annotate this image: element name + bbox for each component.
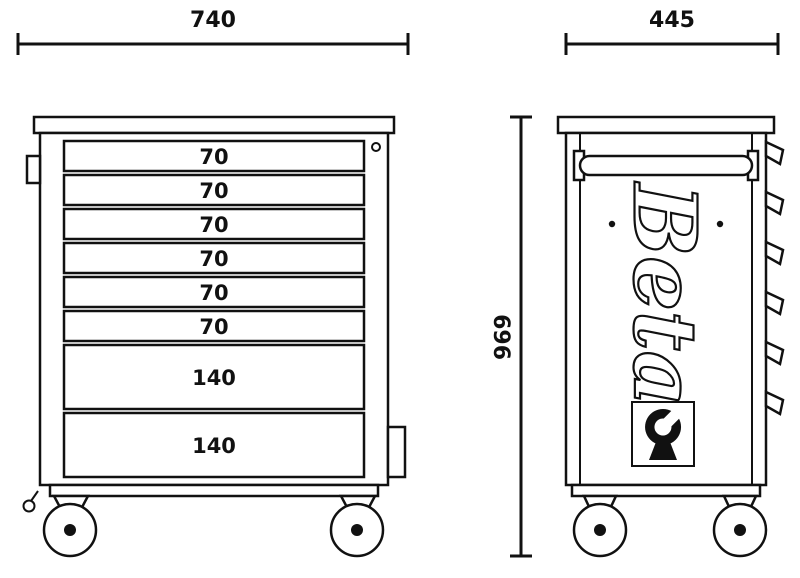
drawer-row-deep [62, 411, 366, 479]
front-base-rail [48, 483, 380, 498]
drawer-label: 140 [192, 434, 236, 458]
caster-hub [64, 524, 76, 536]
front-caster-right [329, 494, 385, 558]
lock-cylinder-icon [371, 142, 381, 152]
screw-dot-icon [608, 220, 616, 228]
side-base-rail [570, 483, 762, 498]
drawer-label: 70 [199, 315, 228, 339]
drawer-row [62, 139, 366, 173]
drawer-row [62, 275, 366, 309]
drawer-label: 70 [199, 145, 228, 169]
drawer-row [62, 309, 366, 343]
wrench-handle-icon [649, 442, 677, 460]
beta-logo-mark [631, 401, 695, 467]
side-hook [764, 290, 785, 316]
side-hook [764, 240, 785, 266]
drawer-stack: 70 70 70 70 70 70 140 140 [62, 139, 366, 479]
drawer-label: 140 [192, 366, 236, 390]
side-view: Beta [556, 115, 785, 558]
drawer-label: 70 [199, 247, 228, 271]
front-view: 70 70 70 70 70 70 140 140 [22, 115, 407, 558]
logo-square-border [631, 401, 695, 467]
front-top-lid [32, 115, 396, 135]
dim-front-width: 740 [16, 8, 410, 55]
drawer-label: 70 [199, 281, 228, 305]
caster-hub [734, 524, 746, 536]
side-hook [764, 140, 785, 166]
side-hook [764, 340, 785, 366]
side-top-lid [556, 115, 776, 135]
dim-height-label: 969 [492, 314, 517, 360]
side-caster-right [712, 494, 768, 558]
handle-bar [578, 154, 754, 177]
screw-dot-icon [716, 220, 724, 228]
dim-side-width: 445 [564, 8, 780, 55]
side-hook [764, 390, 785, 416]
caster-hub [594, 524, 606, 536]
front-caster-left [42, 494, 98, 558]
beta-logo-text: Beta [614, 181, 715, 407]
left-side-bracket [25, 154, 42, 185]
caster-hub [351, 524, 363, 536]
side-hook [764, 190, 785, 216]
drawer-row [62, 173, 366, 207]
dim-height: 969 [492, 115, 532, 558]
right-side-tab [386, 425, 407, 479]
latch-and-key [22, 490, 39, 513]
wrench-jaw-notch [659, 405, 685, 431]
side-hooks [764, 140, 785, 416]
key-stem [30, 490, 39, 502]
dim-front-width-label: 740 [190, 8, 236, 33]
drawer-row [62, 207, 366, 241]
dim-side-width-label: 445 [649, 8, 695, 33]
drawer-label: 70 [199, 179, 228, 203]
drawer-row [62, 241, 366, 275]
side-caster-left [572, 494, 628, 558]
drawer-row-deep [62, 343, 366, 411]
drawer-label: 70 [199, 213, 228, 237]
side-handle [572, 149, 760, 182]
key-ring-icon [22, 499, 36, 513]
